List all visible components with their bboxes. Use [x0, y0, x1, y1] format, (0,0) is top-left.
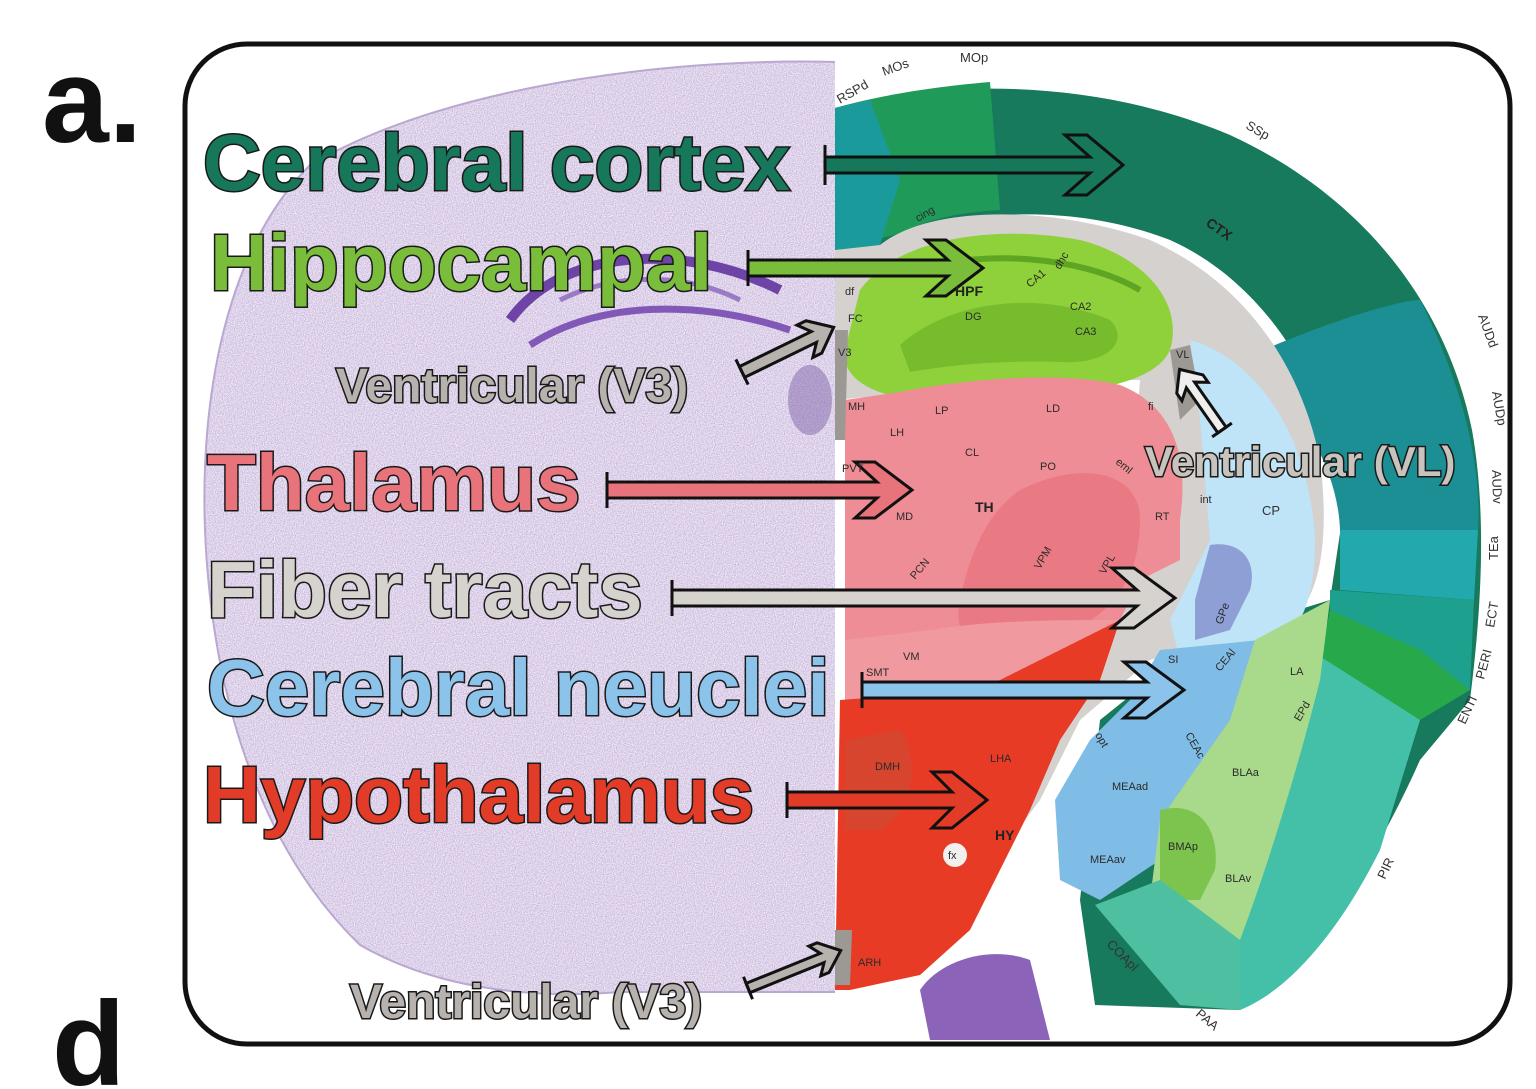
atlas-label: RT: [1155, 511, 1170, 523]
label-cerebral-cortex: Cerebral cortex: [203, 118, 790, 207]
atlas-label: df: [845, 286, 855, 298]
arrow-hippocampal: [746, 238, 986, 298]
label-thalamus: Thalamus: [207, 438, 580, 527]
atlas-label: MOp: [960, 50, 988, 65]
atlas-label: AUDv: [1489, 470, 1505, 505]
left-hemisphere-outline: [203, 60, 836, 996]
atlas-label: TH: [975, 499, 994, 515]
label-hippocampal: Hippocampal: [210, 218, 712, 307]
atlas-label: CA3: [1075, 326, 1096, 338]
atlas-label: LH: [890, 427, 904, 439]
atlas-label: DG: [965, 311, 982, 323]
atlas-label: int: [1200, 494, 1212, 506]
next-panel-label: d: [52, 977, 125, 1089]
atlas-label: LA: [1290, 666, 1304, 678]
arrow-thalamus: [605, 460, 915, 520]
atlas-label: VL: [1176, 349, 1189, 361]
label-ventricular-v3-top: Ventricular (V3): [336, 360, 688, 413]
panel-label: a.: [42, 34, 142, 168]
atlas-label: BLAa: [1232, 767, 1260, 779]
atlas-label: ECT: [1482, 600, 1501, 628]
arrow-cortex: [823, 133, 1126, 197]
arrow-hypothalamus: [785, 770, 990, 830]
atlas-label: BLAv: [1225, 873, 1252, 885]
atlas-label: V3: [838, 347, 851, 359]
atlas-label: SMT: [866, 667, 890, 679]
atlas-label: HPF: [955, 283, 983, 299]
atlas-label: DMH: [875, 761, 900, 773]
atlas-label: SI: [1168, 654, 1178, 666]
atlas-label: MEAad: [1112, 781, 1148, 793]
atlas-label: CL: [965, 447, 979, 459]
label-hypothalamus: Hypothalamus: [203, 750, 754, 839]
atlas-label: VM: [903, 651, 920, 663]
nissl-hemisphere: [204, 61, 835, 995]
arrow-nuclei: [860, 660, 1187, 720]
atlas-label: CP: [1262, 503, 1280, 518]
arrow-v3-bottom: [742, 941, 843, 1000]
label-cerebral-neuclei: Cerebral neuclei: [207, 643, 830, 732]
atlas-label: PO: [1040, 461, 1056, 473]
atlas-label: fi: [1148, 401, 1154, 413]
label-fiber-tracts: Fiber tracts: [207, 545, 643, 634]
atlas-label: MD: [896, 511, 913, 523]
label-ventricular-v3-bottom: Ventricular (V3): [350, 976, 702, 1029]
ventral-nissl: [920, 954, 1050, 1040]
atlas-label: FC: [848, 313, 863, 325]
atlas-label: CA2: [1070, 301, 1091, 313]
atlas-label: MH: [848, 401, 865, 413]
atlas-label: PVT: [842, 463, 864, 475]
label-ventricular-vl: Ventricular (VL): [1145, 438, 1455, 485]
arrow-v3-top: [734, 319, 836, 386]
atlas-label: AUDp: [1489, 390, 1510, 427]
atlas-labels: RSPd MOs MOp SSp CTX cing HPF CA1 CA2 CA…: [834, 50, 1510, 1034]
atlas-label: HY: [995, 827, 1015, 843]
atlas-label: ARH: [858, 957, 881, 969]
atlas-label: LP: [935, 405, 948, 417]
arrow-vl: [1175, 367, 1233, 439]
annotation-arrows: [605, 133, 1233, 1000]
atlas-label: MEAav: [1090, 854, 1126, 866]
atlas-label: TEa: [1486, 535, 1501, 560]
region-cerebral-nuclei: [1055, 640, 1280, 900]
atlas-label: BMAp: [1168, 841, 1198, 853]
atlas-label: fx: [948, 850, 957, 862]
arrow-fiber: [670, 566, 1178, 630]
atlas-label: LHA: [990, 753, 1012, 765]
atlas-label: LD: [1046, 403, 1060, 415]
